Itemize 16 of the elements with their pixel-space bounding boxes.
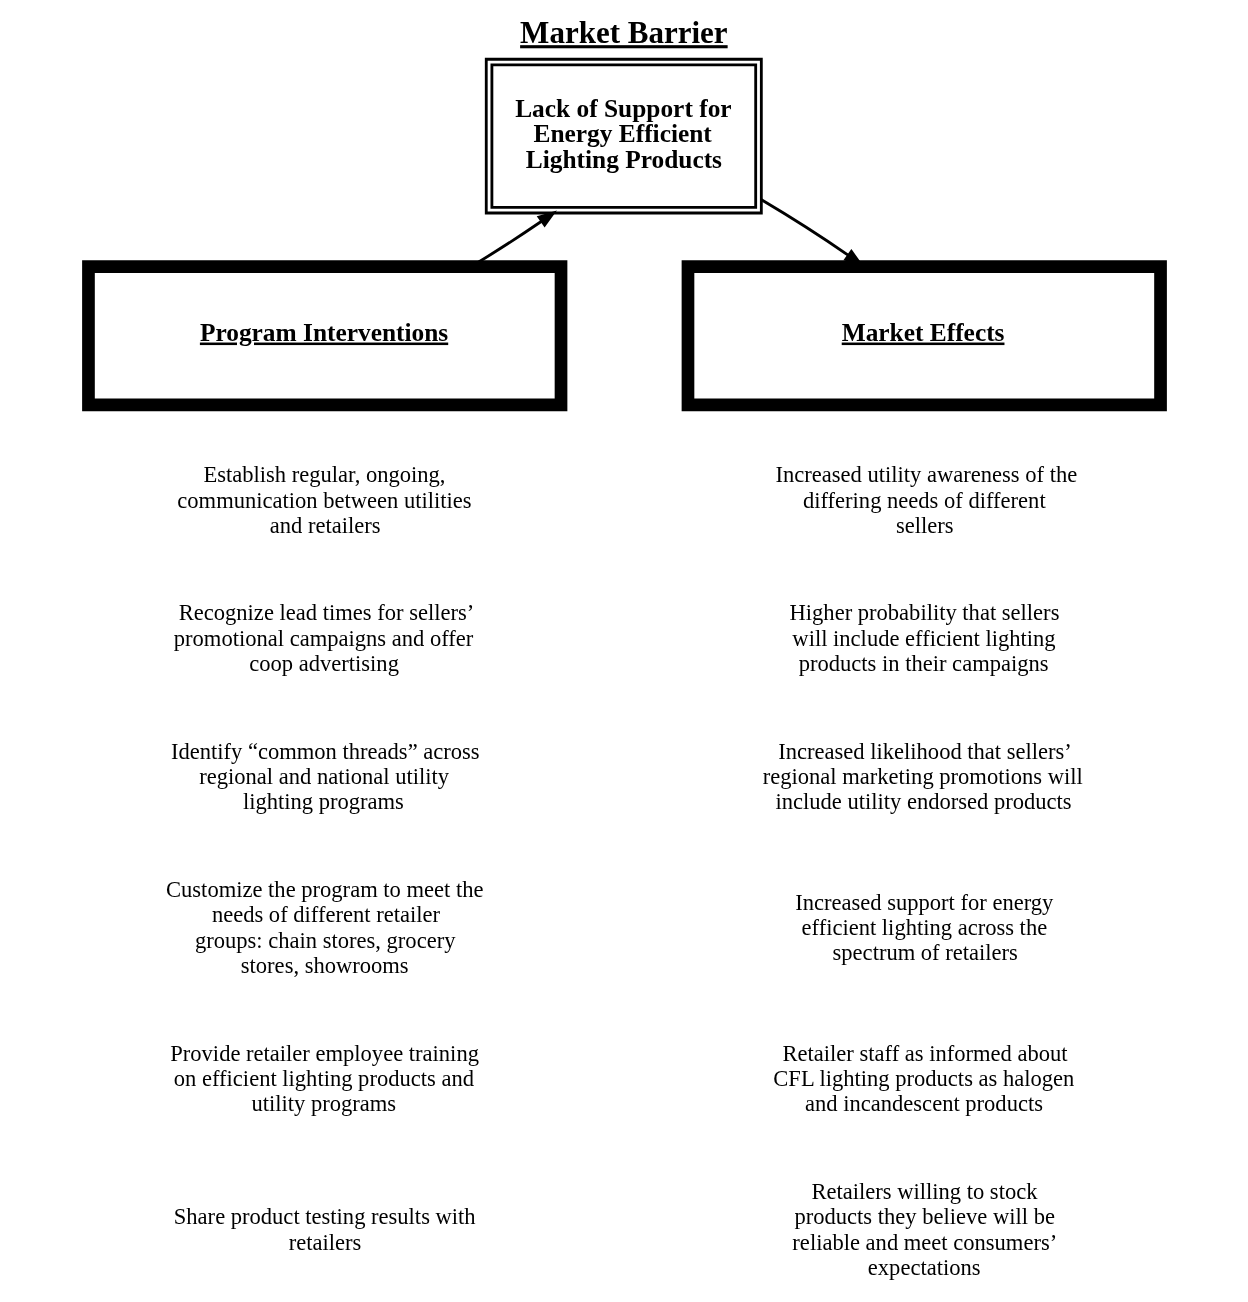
label: Increased utility awareness of the differing needs of different sellers: [774, 462, 1077, 538]
label: Retailers willing to stock products they believe will be reliable and meet consumers’ expectations: [791, 1178, 1057, 1280]
label: Increased likelihood that sellers’ regional marketing promotions will include utility endorsed products: [762, 738, 1083, 815]
label: Recognize lead times for sellers’ promotional campaigns and offer coop advertising: [173, 600, 474, 677]
label: Share product testing results with retailers: [173, 1204, 476, 1255]
node-box: Market Effects: [681, 260, 1167, 412]
label: Higher probability that sellers will include efficient lighting products in their campaigns: [789, 600, 1059, 677]
node-box: Lack of Support for Energy Efficient Lighting Products: [484, 57, 763, 215]
label: Customize the program to meet the needs of different retailer groups: chain stores, grocery stores, showrooms: [165, 876, 483, 979]
label: Establish regular, ongoing, communication between utilities and retailers: [176, 462, 472, 538]
node-box: Program Interventions: [81, 260, 567, 412]
label: Increased support for energy efficient lighting across the spectrum of retailers: [794, 889, 1053, 966]
label: Retailer staff as informed about CFL lighting products as halogen and incandescent products: [772, 1040, 1074, 1117]
label: Identify “common threads” across regional and national utility lighting programs: [170, 738, 480, 815]
diagram-title: Market Barrier: [519, 15, 728, 51]
label: Provide retailer employee training on efficient lighting products and utility programs: [169, 1040, 479, 1117]
